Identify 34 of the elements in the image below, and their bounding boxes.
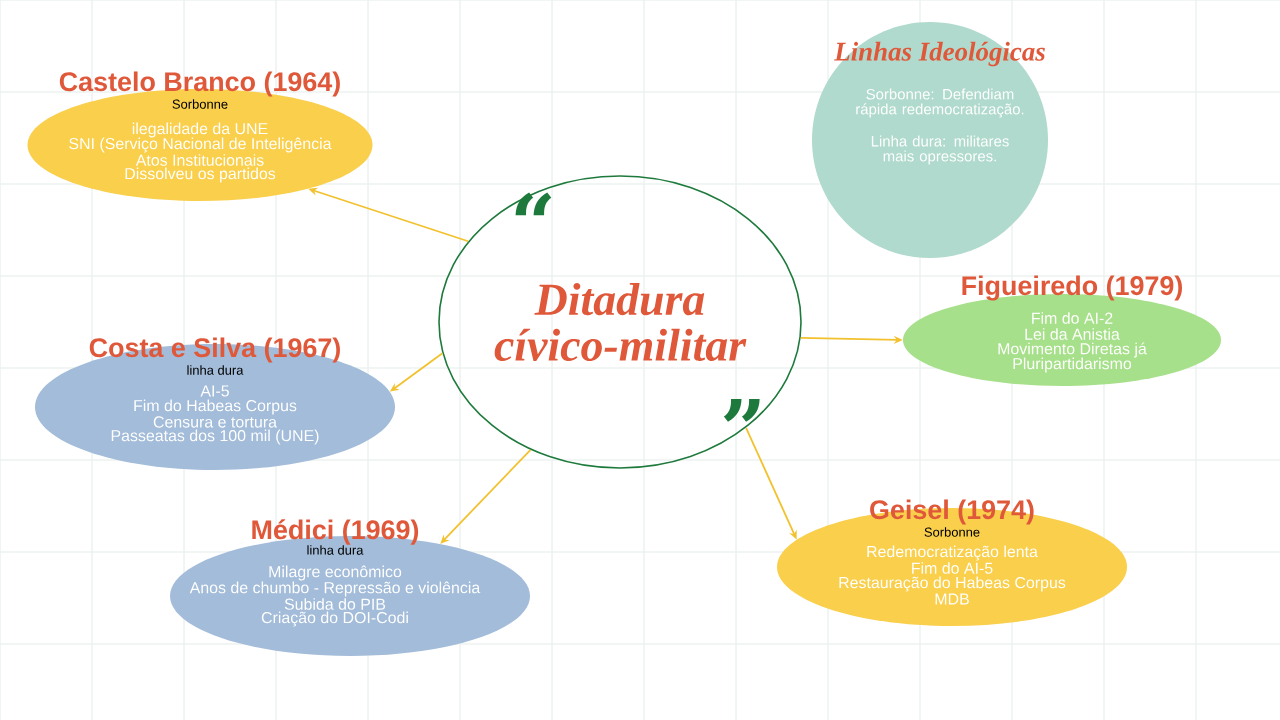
list-item: Fim do AI-2 bbox=[1032, 312, 1113, 324]
quote-mark: “ bbox=[515, 192, 552, 216]
list-item: Lei da Anistia bbox=[1025, 328, 1120, 340]
list-item: ilegalidade da UNE bbox=[132, 122, 268, 138]
heading: Médici (1969) bbox=[252, 519, 419, 545]
list-item: Restauração do Habeas Corpus bbox=[839, 576, 1066, 592]
list-item: Redemocratização lenta bbox=[867, 545, 1038, 561]
subheading: linha dura bbox=[307, 545, 364, 555]
list-item: AI-5 bbox=[200, 385, 229, 397]
heading: Castelo Branco (1964) bbox=[59, 71, 340, 97]
quote-mark: ” bbox=[723, 398, 760, 422]
list-item: Atos Institucionais bbox=[135, 154, 264, 166]
list-item: Milagre econômico bbox=[269, 565, 402, 581]
list-item: Passeatas dos 100 mil (UNE) bbox=[111, 429, 319, 445]
list-item: Criação do DOI-Codi bbox=[261, 611, 408, 627]
list-item: SNI (Serviço Nacional de Inteligência bbox=[69, 137, 332, 153]
list-item: Movimento Diretas já bbox=[998, 342, 1147, 358]
title: Ditadura cívico-militar bbox=[494, 282, 747, 362]
paragraph: Linha dura: militares mais opressores. bbox=[871, 135, 1009, 165]
list-item: Fim do AI-5 bbox=[912, 562, 993, 574]
list-item: Dissolveu os partidos bbox=[125, 167, 276, 183]
arrow bbox=[440, 448, 532, 544]
subheading: linha dura bbox=[187, 365, 244, 375]
subheading: Sorbonne bbox=[172, 99, 228, 109]
list-item: Subida do PIB bbox=[284, 598, 386, 610]
paragraph: Sorbonne: Defendiam rápida redemocratização. bbox=[856, 88, 1024, 118]
list-item: Pluripartidarismo bbox=[1013, 357, 1132, 373]
list-item: Anos de chumbo - Repressão e violência bbox=[189, 581, 481, 597]
heading: Linhas Ideológicas bbox=[834, 41, 1045, 67]
heading: Figueiredo (1979) bbox=[962, 275, 1182, 301]
list-item: MDB bbox=[935, 593, 969, 605]
list-item: Censura e tortura bbox=[153, 416, 277, 428]
list-item: Fim do Habeas Corpus bbox=[134, 399, 297, 415]
subheading: Sorbonne bbox=[924, 527, 980, 537]
